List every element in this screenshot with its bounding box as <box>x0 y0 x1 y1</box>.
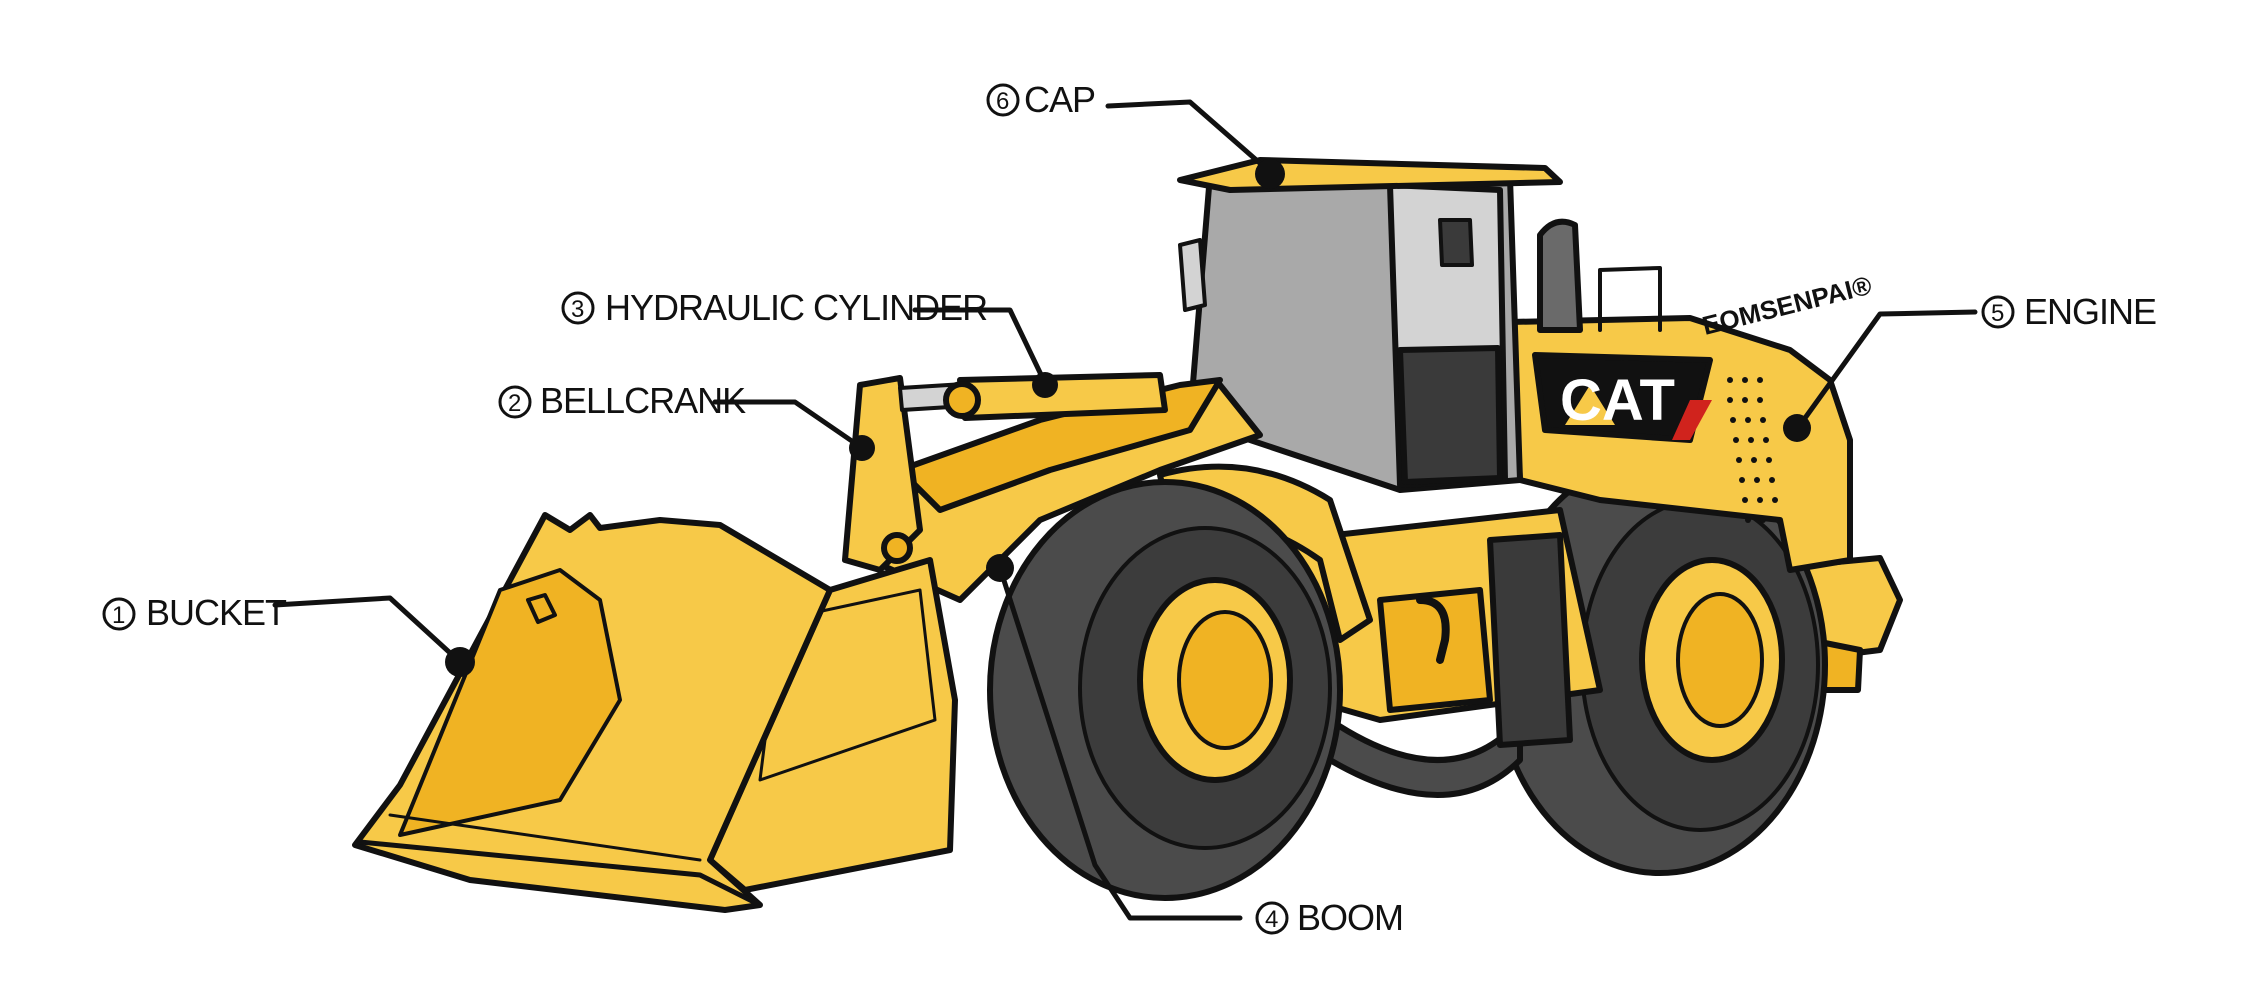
far-tire <box>1327 717 1523 798</box>
label-boom: 4 BOOM <box>1255 897 1404 938</box>
hydraulic-cylinder-body <box>957 372 1168 421</box>
num-bucket: 1 <box>112 602 125 629</box>
text-bellcrank: BELLCRANK <box>540 380 746 421</box>
wheel-loader-illustration <box>352 157 1903 913</box>
num-cylinder: 3 <box>571 296 584 323</box>
dot-boom <box>986 554 1014 582</box>
hood-rail <box>1598 266 1662 332</box>
text-boom: BOOM <box>1297 897 1403 938</box>
leader-bellcrank <box>712 399 865 451</box>
num-circle-boom <box>1255 901 1289 935</box>
label-cap: 6 CAP <box>986 79 1096 120</box>
side-mirror <box>1178 238 1207 312</box>
num-circle-bellcrank <box>498 385 532 419</box>
label-cylinder: 3 HYDRAULIC CYLINDER <box>561 287 988 328</box>
cab-door-dark <box>1397 345 1503 485</box>
chassis-lower <box>1377 587 1493 713</box>
bucket-inner <box>398 568 622 837</box>
num-boom: 4 <box>1265 906 1278 933</box>
cat-triangle <box>1565 385 1615 425</box>
dot-engine <box>1783 414 1811 442</box>
dot-bellcrank <box>849 435 875 461</box>
cab-roof <box>1177 157 1563 193</box>
bucket-edge-line <box>388 813 702 862</box>
leader-bucket <box>272 595 463 665</box>
text-cylinder: HYDRAULIC CYLINDER <box>605 287 987 328</box>
bellcrank-pin <box>881 532 913 564</box>
num-bellcrank: 2 <box>508 390 521 417</box>
bucket-tooth-mount <box>526 593 557 624</box>
label-bucket: 1 BUCKET <box>102 592 288 633</box>
text-bucket: BUCKET <box>146 592 287 633</box>
leader-boom <box>997 565 1243 921</box>
hydraulic-pipe <box>1416 596 1450 664</box>
watermark-text: EOMSENPAI® <box>1699 270 1874 341</box>
leader-cap <box>1105 99 1273 175</box>
front-tire <box>987 479 1343 901</box>
bucket-lip <box>357 839 763 908</box>
num-cap: 6 <box>996 88 1009 115</box>
leader-cylinder <box>912 307 1048 386</box>
dot-cylinder <box>1032 372 1058 398</box>
cab-mirror <box>1438 218 1474 267</box>
exhaust-stack <box>1537 218 1583 333</box>
leader-dots <box>445 159 1811 677</box>
num-engine: 5 <box>1991 300 2004 327</box>
num-circle-engine <box>1981 295 2015 329</box>
num-circle-bucket <box>102 597 136 631</box>
engine-vent <box>1727 377 1781 523</box>
cat-logo: CAT <box>1560 368 1675 433</box>
rear-tire <box>1492 454 1828 876</box>
decal-red-stripe <box>1672 400 1712 440</box>
dot-bucket <box>445 647 475 677</box>
leader-engine <box>1797 309 1978 428</box>
label-engine: 5 ENGINE <box>1981 291 2157 332</box>
cylinder-end-cap <box>943 381 981 419</box>
leader-lines <box>272 99 1978 921</box>
dot-cap <box>1255 159 1285 189</box>
label-bellcrank: 2 BELLCRANK <box>498 380 747 421</box>
frame-dark <box>1487 532 1573 748</box>
text-engine: ENGINE <box>2024 291 2156 332</box>
text-cap: CAP <box>1024 79 1095 120</box>
num-circle-cylinder <box>561 291 595 325</box>
num-circle-cap <box>986 83 1020 117</box>
